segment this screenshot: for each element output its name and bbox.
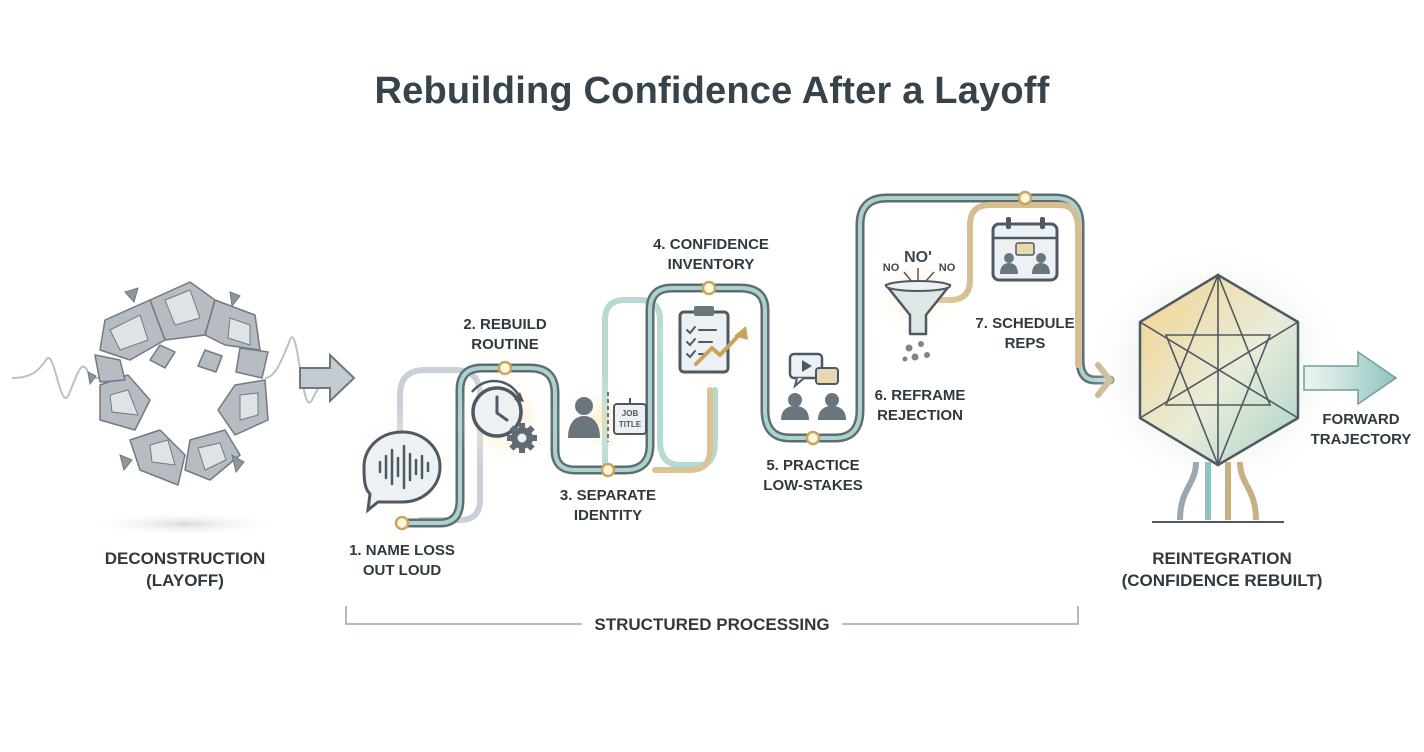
- step-7-line2: REPS: [1004, 335, 1046, 352]
- step-label-1: 1. NAME LOSS OUT LOUD: [349, 541, 455, 581]
- bracket-label: STRUCTURED PROCESSING: [594, 615, 829, 634]
- funnel-word-right: NO: [939, 262, 956, 274]
- funnel-icon: NO' NO NO: [883, 249, 956, 362]
- step-label-3: 3. SEPARATE IDENTITY: [560, 486, 656, 526]
- funnel-word-left: NO: [883, 262, 900, 274]
- start-label: DECONSTRUCTION (LAYOFF): [105, 548, 266, 592]
- step-3-line2: IDENTITY: [573, 507, 643, 524]
- clock-gear-icon: [471, 379, 537, 453]
- step-label-2: 2. REBUILD ROUTINE: [463, 315, 546, 355]
- step-label-7: 7. SCHEDULE REPS: [975, 314, 1074, 354]
- step-1-line2: OUT LOUD: [362, 562, 442, 579]
- step-6-line1: 6. REFRAME: [874, 387, 966, 404]
- step-label-4: 4. CONFIDENCE INVENTORY: [653, 235, 769, 275]
- person-job-title-icon: JOB TITLE: [568, 392, 647, 442]
- forward-label-line1: FORWARD: [1322, 411, 1400, 428]
- step-node-3: [600, 462, 616, 478]
- start-label-line2: (LAYOFF): [146, 571, 224, 590]
- step-node-5: [805, 430, 821, 446]
- clipboard-chart-icon: [678, 306, 748, 374]
- job-tag-line2: TITLE: [619, 420, 642, 429]
- step-label-6: 6. REFRAME REJECTION: [875, 386, 966, 426]
- video-chat-icon: [781, 352, 846, 420]
- step-6-line2: REJECTION: [877, 407, 963, 424]
- step-1-line1: 1. NAME LOSS: [349, 542, 455, 559]
- job-tag-line1: JOB: [622, 409, 639, 418]
- step-label-5: 5. PRACTICE LOW-STAKES: [763, 456, 862, 496]
- shattered-polyhedron-icon: [11, 281, 356, 536]
- forward-label: FORWARD TRAJECTORY: [1311, 410, 1412, 450]
- diagram-title: Rebuilding Confidence After a Layoff: [374, 70, 1050, 112]
- end-label: REINTEGRATION (CONFIDENCE REBUILT): [1122, 548, 1323, 592]
- step-5-line1: 5. PRACTICE: [766, 457, 860, 474]
- funnel-word-center: NO': [904, 249, 932, 266]
- forward-label-line2: TRAJECTORY: [1310, 431, 1412, 448]
- end-label-line1: REINTEGRATION: [1152, 549, 1292, 568]
- speech-waveform-icon: [362, 430, 442, 514]
- structured-processing-bracket: [345, 606, 1079, 625]
- end-label-line2: (CONFIDENCE REBUILT): [1121, 571, 1323, 590]
- step-7-line1: 7. SCHEDULE: [975, 315, 1075, 332]
- rebuilt-polyhedron-icon: [1083, 240, 1353, 523]
- step-3-line1: 3. SEPARATE: [559, 487, 657, 504]
- calendar-meeting-icon: [991, 217, 1059, 282]
- step-node-7: [1017, 190, 1033, 206]
- forward-arrow-icon: [1303, 350, 1398, 406]
- start-label-line1: DECONSTRUCTION: [104, 549, 266, 568]
- step-4-line2: INVENTORY: [667, 256, 755, 273]
- step-4-line1: 4. CONFIDENCE: [653, 236, 769, 253]
- step-5-line2: LOW-STAKES: [763, 477, 863, 494]
- step-2-line2: ROUTINE: [471, 336, 539, 353]
- step-2-line1: 2. REBUILD: [463, 316, 547, 333]
